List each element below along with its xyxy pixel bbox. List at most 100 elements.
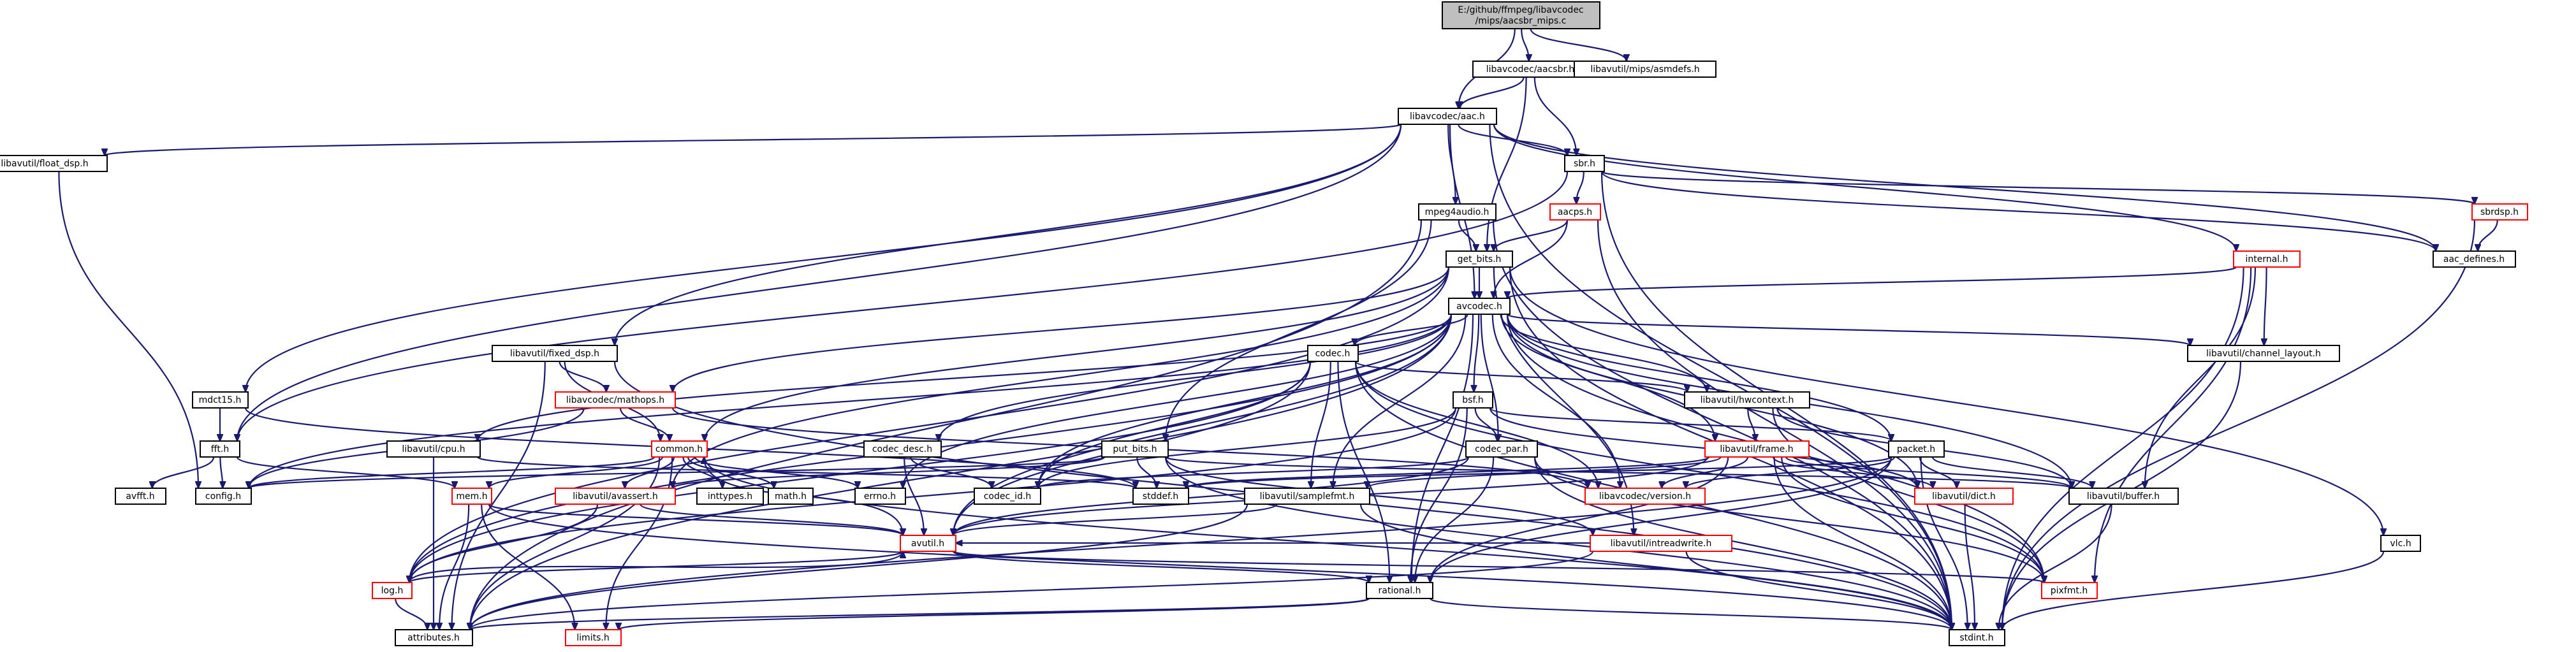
node-inttypes[interactable]: inttypes.h	[696, 488, 764, 505]
node-aac-defines[interactable]: aac_defines.h	[2433, 250, 2516, 268]
node-box	[2041, 582, 2098, 599]
edge-internal-to-avcodec	[1507, 266, 2237, 298]
node-log[interactable]: log.h	[372, 582, 413, 599]
edge-put-bits-to-avassert	[673, 456, 1106, 488]
node-box	[1704, 440, 1810, 458]
node-avassert[interactable]: libavutil/avassert.h	[555, 488, 676, 505]
node-fft[interactable]: fft.h	[200, 440, 240, 458]
node-hwcontext[interactable]: libavutil/hwcontext.h	[1684, 391, 1810, 409]
edge-common-to-limits	[606, 456, 673, 630]
edge-bsf-to-codec-par	[1474, 407, 1498, 441]
node-attributes[interactable]: attributes.h	[395, 629, 473, 646]
node-label: stdint.h	[1959, 633, 1993, 643]
node-float-dsp[interactable]: libavutil/float_dsp.h	[0, 155, 108, 172]
edge-codec-par-to-pixfmt	[1533, 456, 2044, 583]
node-label: libavcodec/mathops.h	[566, 395, 664, 405]
node-limits[interactable]: limits.h	[565, 629, 622, 646]
node-stdint[interactable]: stdint.h	[1949, 629, 2005, 646]
node-box	[1244, 488, 1370, 505]
node-box	[900, 535, 956, 552]
node-box	[1590, 535, 1732, 552]
node-label: mem.h	[456, 491, 487, 502]
node-box	[1418, 203, 1497, 221]
node-intreadwrite[interactable]: libavutil/intreadwrite.h	[1590, 535, 1732, 552]
node-pixfmt[interactable]: pixfmt.h	[2041, 582, 2098, 599]
node-root[interactable]: E:/github/ffmpeg/libavcodec/mips/aacsbr_…	[1442, 1, 1600, 29]
node-codec-id[interactable]: codec_id.h	[974, 488, 1041, 505]
node-box	[1366, 582, 1433, 599]
node-codec[interactable]: codec.h	[1307, 345, 1359, 362]
node-label: fft.h	[211, 444, 229, 454]
edge-codec-par-to-codec-id	[1038, 456, 1470, 488]
node-bsf[interactable]: bsf.h	[1453, 391, 1493, 409]
node-sbr[interactable]: sbr.h	[1564, 155, 1605, 172]
node-aacsbr[interactable]: libavcodec/aacsbr.h	[1472, 61, 1588, 78]
node-box	[492, 345, 618, 362]
node-common[interactable]: common.h	[651, 440, 708, 458]
node-avutil[interactable]: avutil.h	[900, 535, 956, 552]
node-box	[1914, 488, 2014, 505]
node-vlc[interactable]: vlc.h	[2380, 535, 2421, 552]
edge-fft-to-config	[220, 456, 223, 488]
node-label: libavutil/samplefmt.h	[1260, 491, 1355, 502]
node-label: attributes.h	[407, 633, 460, 643]
node-label: rational.h	[1379, 586, 1421, 596]
edge-cpu-to-stddef	[476, 456, 1136, 488]
node-rational[interactable]: rational.h	[1366, 582, 1433, 599]
node-errno[interactable]: errno.h	[854, 488, 906, 505]
node-box	[1445, 250, 1513, 268]
edge-avcodec-to-packet	[1506, 314, 1891, 441]
node-stddef[interactable]: stddef.h	[1132, 488, 1189, 505]
node-fixed-dsp[interactable]: libavutil/fixed_dsp.h	[492, 345, 618, 362]
edge-packet-to-rational	[1430, 456, 1892, 583]
node-label: libavutil/hwcontext.h	[1701, 395, 1794, 405]
node-sbrdsp[interactable]: sbrdsp.h	[2471, 203, 2528, 221]
node-packet[interactable]: packet.h	[1888, 440, 1945, 458]
node-codec-desc[interactable]: codec_desc.h	[863, 440, 942, 458]
node-box	[555, 391, 676, 409]
node-box	[1584, 488, 1706, 505]
node-label: sbr.h	[1574, 159, 1595, 169]
node-label: codec.h	[1315, 349, 1350, 359]
edge-common-to-mem	[489, 456, 664, 488]
node-box	[200, 440, 240, 458]
node-math[interactable]: math.h	[768, 488, 814, 505]
edge-internal-to-pixfmt	[2095, 266, 2252, 583]
node-mem[interactable]: mem.h	[451, 488, 492, 505]
node-avfft[interactable]: avfft.h	[115, 488, 166, 505]
node-dict[interactable]: libavutil/dict.h	[1914, 488, 2014, 505]
node-mdct15[interactable]: mdct15.h	[192, 391, 249, 409]
node-codec-par[interactable]: codec_par.h	[1465, 440, 1538, 458]
node-buffer[interactable]: libavutil/buffer.h	[2068, 488, 2179, 505]
node-aac[interactable]: libavcodec/aac.h	[1398, 108, 1497, 125]
node-label: avcodec.h	[1456, 301, 1502, 312]
node-label: libavutil/buffer.h	[2087, 491, 2160, 502]
edge-aacsbr-to-get-bits	[1487, 76, 1527, 251]
node-config[interactable]: config.h	[195, 488, 252, 505]
node-asmdefs[interactable]: libavutil/mips/asmdefs.h	[1574, 61, 1716, 78]
edge-samplefmt-to-avutil	[953, 503, 1278, 535]
edge-bsf-to-rational	[1410, 407, 1468, 583]
node-mathops[interactable]: libavcodec/mathops.h	[555, 391, 676, 409]
node-get-bits[interactable]: get_bits.h	[1445, 250, 1513, 268]
node-internal[interactable]: internal.h	[2233, 250, 2301, 268]
node-box	[1465, 440, 1538, 458]
node-avcodec[interactable]: avcodec.h	[1448, 298, 1511, 315]
node-label: libavutil/avassert.h	[573, 491, 658, 502]
node-channel-layout[interactable]: libavutil/channel_layout.h	[2187, 345, 2340, 362]
node-label: libavutil/frame.h	[1720, 444, 1793, 454]
node-put-bits[interactable]: put_bits.h	[1101, 440, 1169, 458]
node-version[interactable]: libavcodec/version.h	[1584, 488, 1706, 505]
edge-sbr-to-fft	[237, 171, 1569, 441]
node-lframe[interactable]: libavutil/frame.h	[1704, 440, 1810, 458]
edge-get-bits-to-common	[705, 266, 1450, 441]
node-label: libavcodec/aac.h	[1410, 112, 1485, 122]
node-samplefmt[interactable]: libavutil/samplefmt.h	[1244, 488, 1370, 505]
node-mpeg4audio[interactable]: mpeg4audio.h	[1418, 203, 1497, 221]
edge-get-bits-to-log	[409, 266, 1450, 583]
node-box	[1307, 345, 1359, 362]
edge-sbrdsp-to-aac-defines	[2478, 219, 2498, 251]
node-cpu[interactable]: libavutil/cpu.h	[386, 440, 481, 458]
node-aacps[interactable]: aacps.h	[1549, 203, 1601, 221]
node-box	[555, 488, 676, 505]
